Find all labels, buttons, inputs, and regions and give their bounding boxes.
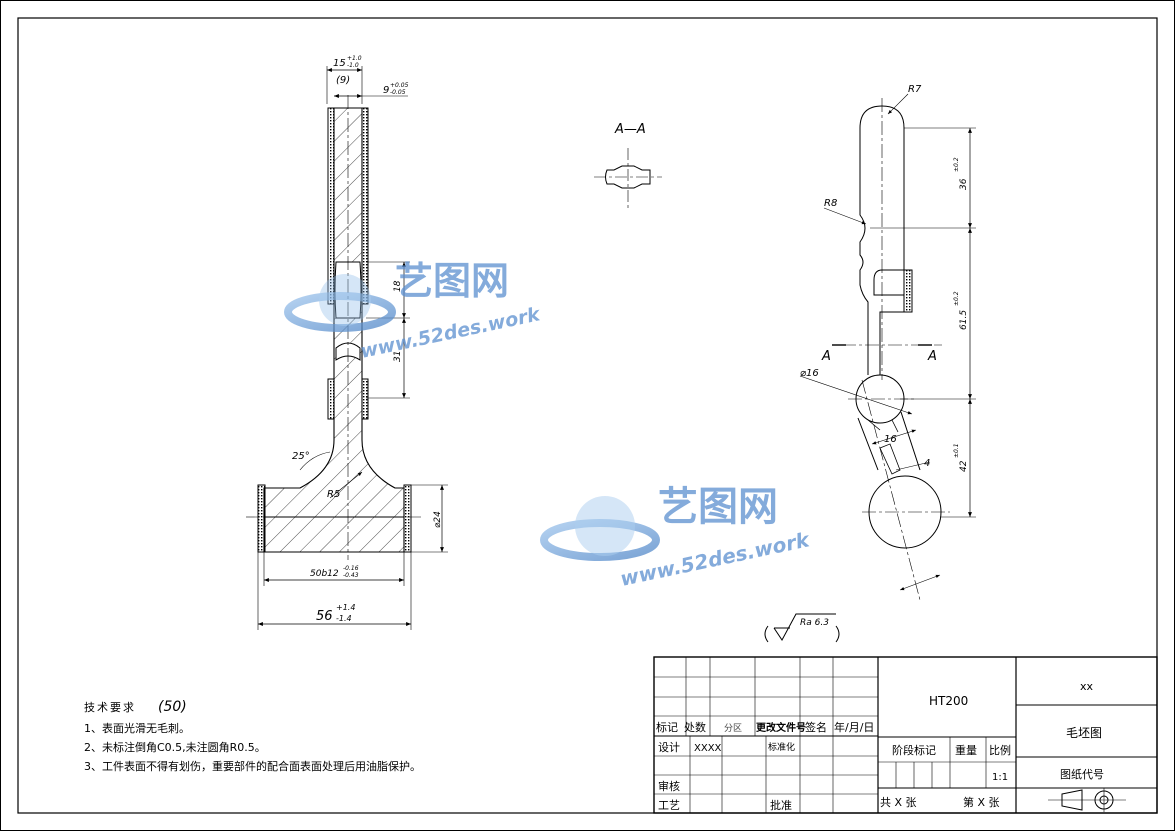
right-dimension-texts: R7 R8 ⌀16 A A 36 ±0.2 61.5 ±0.2 42 ±0.1 … (800, 84, 969, 472)
dim-top-right: 9 (383, 85, 389, 96)
band-top-left (327, 107, 335, 305)
tech-item-3: 3、工件表面不得有划伤，重要部件的配合面表面处理后用油脂保护。 (84, 759, 421, 773)
rev-header-6: 年/月/日 (834, 720, 874, 734)
process-label: 工艺 (658, 799, 680, 812)
scale-value: 1:1 (992, 772, 1008, 783)
svg-text:±0.2: ±0.2 (953, 157, 960, 172)
scale-label: 比例 (989, 743, 1011, 757)
rev-header-3: 分区 (724, 723, 742, 734)
company: xx (1080, 680, 1094, 693)
right-rod-outline (859, 105, 905, 375)
review-label: 审核 (658, 779, 680, 793)
svg-text:-1.4: -1.4 (336, 614, 352, 623)
title-block-texts: 标记 处数 分区 更改文件号 签名 年/月/日 设计 XXXX 标准化 审核 工… (656, 680, 1104, 812)
material: HT200 (929, 694, 968, 708)
stage-label: 阶段标记 (892, 743, 936, 757)
svg-text:艺图网: 艺图网 (395, 259, 509, 303)
section-aa-label: A—A (614, 122, 646, 137)
watermark-1: 艺图网 www.52des.work (284, 259, 543, 363)
designer-name: XXXX (694, 743, 722, 754)
dim-radius: R5 (327, 489, 340, 500)
svg-text:±0.1: ±0.1 (953, 443, 960, 458)
watermark-2: 艺图网 www.52des.work (540, 484, 813, 591)
svg-text:艺图网: 艺图网 (658, 484, 778, 530)
sheet-no: 第 X 张 (963, 795, 1000, 809)
dim-top-width: 15 (333, 58, 346, 69)
title-block (653, 656, 1158, 814)
svg-text:www.52des.work: www.52des.work (618, 527, 813, 591)
dim-v31: 31 (393, 351, 403, 362)
svg-text:+1.0: +1.0 (347, 55, 362, 62)
standard-label: 标准化 (768, 741, 795, 753)
cut-label-right: A (927, 349, 937, 364)
rev-header-4: 更改文件号 (756, 721, 806, 734)
design-label: 设计 (658, 741, 680, 754)
dim-r8: R8 (824, 198, 837, 209)
right-dotted-band (903, 269, 913, 313)
dim-w16: 16 (884, 434, 897, 445)
projection-symbol-icon (1048, 788, 1126, 812)
right-front-view (799, 93, 976, 601)
inner-frame (17, 17, 1158, 814)
dim-v18: 18 (393, 280, 403, 292)
left-dimension-texts: 15 +1.0 -1.0 (9) 9 +0.05 -0.05 18 31 25°… (292, 55, 443, 624)
dim-r7: R7 (908, 84, 922, 95)
tech-title: 技术要求 (84, 701, 136, 714)
dim-inner-width: 50b12 (310, 569, 339, 579)
dim-v36: 36 (959, 178, 969, 190)
cut-label-left: A (821, 349, 831, 364)
dim-v61: 61.5 (959, 310, 969, 330)
rev-header-1: 标记 (656, 720, 678, 734)
tech-item-2: 2、未标注倒角C0.5,未注圆角R0.5。 (84, 740, 266, 754)
section-aa-view: A—A (594, 122, 662, 210)
dim-dia24: ⌀24 (433, 511, 443, 528)
rev-header-2: 处数 (684, 721, 706, 734)
svg-text:+1.4: +1.4 (336, 603, 355, 612)
svg-text:-0.16: -0.16 (343, 565, 359, 572)
tech-title-number: (50) (158, 699, 187, 715)
roughness-symbol: Ra 6.3 (764, 613, 840, 643)
band-bottom-left (257, 484, 266, 553)
svg-text:-0.05: -0.05 (390, 89, 406, 96)
roughness-value: Ra 6.3 (800, 618, 829, 628)
band-mid-left (327, 378, 335, 420)
dim-v42: 42 (959, 460, 969, 472)
technical-requirements: 技术要求 (50) 1、表面光滑无毛刺。 2、未标注倒角C0.5,未注圆角R0.… (84, 699, 421, 773)
dim-d16: ⌀16 (800, 368, 819, 379)
svg-text:+0.05: +0.05 (390, 82, 409, 89)
section-aa-shape (605, 165, 651, 189)
band-top-right (361, 107, 369, 305)
tech-item-1: 1、表面光滑无毛刺。 (84, 721, 190, 735)
approve-label: 批准 (770, 798, 792, 812)
band-mid-right (361, 378, 369, 420)
svg-text:www.52des.work: www.52des.work (358, 303, 543, 363)
band-bottom-right (403, 484, 412, 553)
weight-label: 重量 (955, 743, 977, 757)
svg-text:-0.43: -0.43 (343, 572, 359, 579)
dim-w4: 4 (924, 458, 930, 469)
drawing-name: 毛坯图 (1066, 726, 1102, 740)
dim-top-inner: (9) (336, 75, 350, 86)
dim-angle: 25° (292, 451, 310, 462)
sheets-total: 共 X 张 (880, 796, 917, 809)
drawing-code-label: 图纸代号 (1060, 768, 1104, 781)
rev-header-5: 签名 (805, 720, 827, 734)
svg-text:±0.2: ±0.2 (953, 291, 960, 306)
dim-outer-width: 56 (316, 609, 333, 624)
svg-text:-1.0: -1.0 (347, 62, 359, 69)
